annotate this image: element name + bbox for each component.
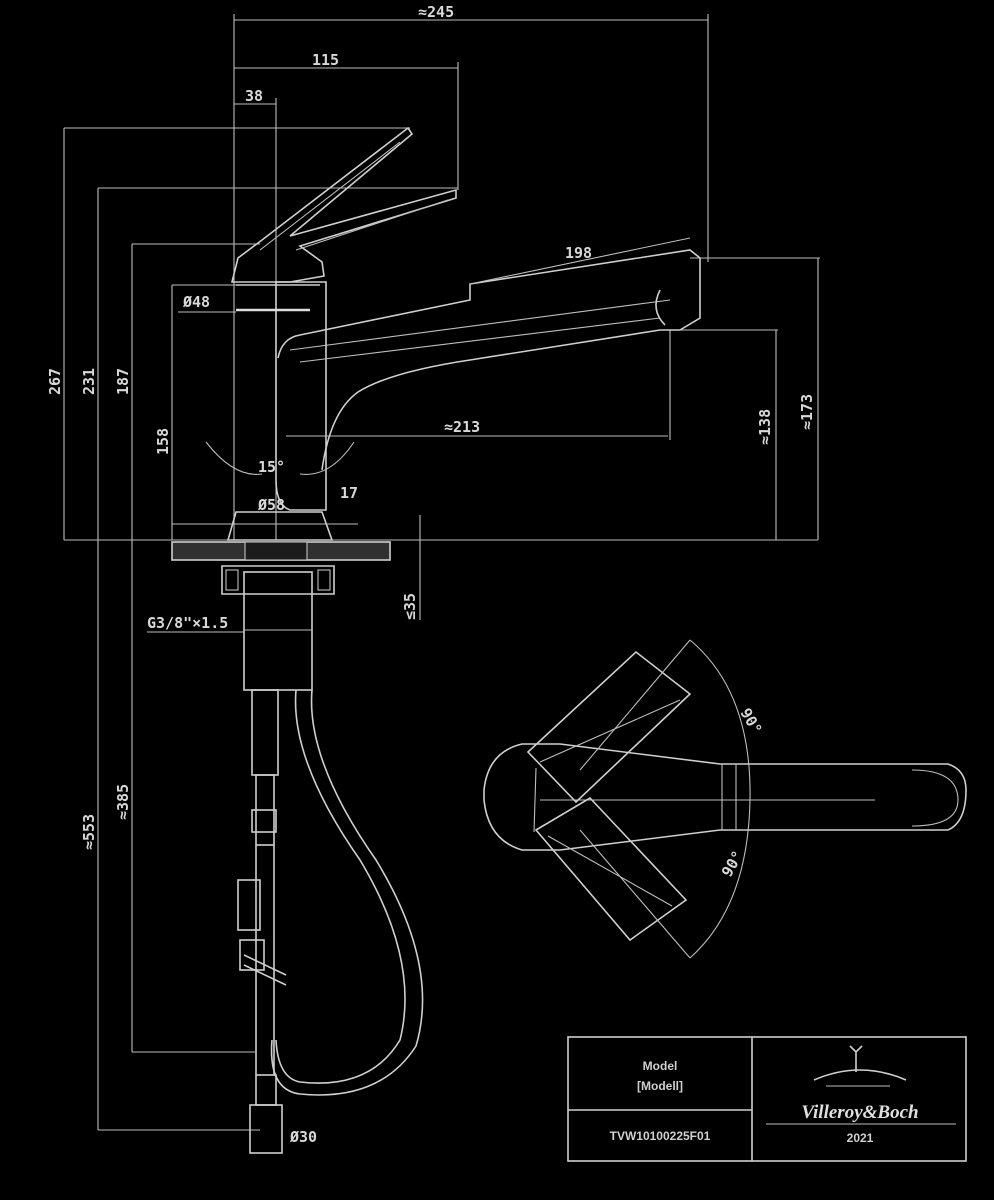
spout-projection-label: ≈213 (444, 418, 480, 436)
lever (230, 126, 457, 283)
angle-90-label-1: 90° (737, 705, 766, 737)
lever-offset-label: 38 (245, 87, 263, 105)
body-height-label: 158 (154, 428, 172, 455)
connector-label: Ø30 (289, 1128, 317, 1146)
thread-label: G3/8"×1.5 (147, 614, 228, 632)
overall-width-label: ≈245 (418, 3, 454, 21)
base-diameter-label: Ø58 (257, 496, 285, 514)
model-label: Model (643, 1059, 678, 1073)
height-231-label: 231 (80, 368, 98, 395)
spout: 198 ≈213 15° (205, 237, 701, 476)
title-block: Model [Modell] TVW10100225F01 Villeroy&B… (567, 1036, 967, 1162)
top-height-label: ≈173 (798, 394, 816, 430)
part-number: TVW10100225F01 (610, 1129, 711, 1143)
total-hose-label: ≈553 (80, 814, 98, 850)
thread-diameter-label: Ø48 (182, 293, 210, 311)
left-dimensions: 267 231 187 158 ≈553 ≈385 (46, 127, 458, 1131)
faucet-body: Ø48 (178, 281, 327, 511)
deck-max-label: ≤35 (401, 593, 419, 620)
spout-length-label: 198 (565, 244, 592, 262)
top-view: 90° 90° (483, 639, 967, 959)
brand-logo-icon (813, 1045, 907, 1087)
reach-label: 115 (312, 51, 339, 69)
shank: G3/8"×1.5 (147, 565, 335, 691)
top-dimensions: ≈245 115 38 (233, 3, 709, 540)
base: Ø58 17 ≤35 (171, 484, 421, 620)
year-label: 2021 (847, 1131, 874, 1145)
angle-15-label: 15° (258, 458, 285, 476)
right-dimensions: ≈173 ≈138 (669, 257, 820, 540)
outlet-height-label: ≈138 (756, 409, 774, 445)
hose-length-label: ≈385 (114, 784, 132, 820)
angle-90-label-2: 90° (718, 848, 747, 880)
height-187-label: 187 (114, 368, 132, 395)
brand-name: Villeroy&Boch (801, 1102, 918, 1123)
model-label-de: [Modell] (637, 1079, 683, 1093)
base-thickness-label: 17 (340, 484, 358, 502)
hoses: Ø30 (237, 689, 424, 1154)
height-267-label: 267 (46, 368, 64, 395)
